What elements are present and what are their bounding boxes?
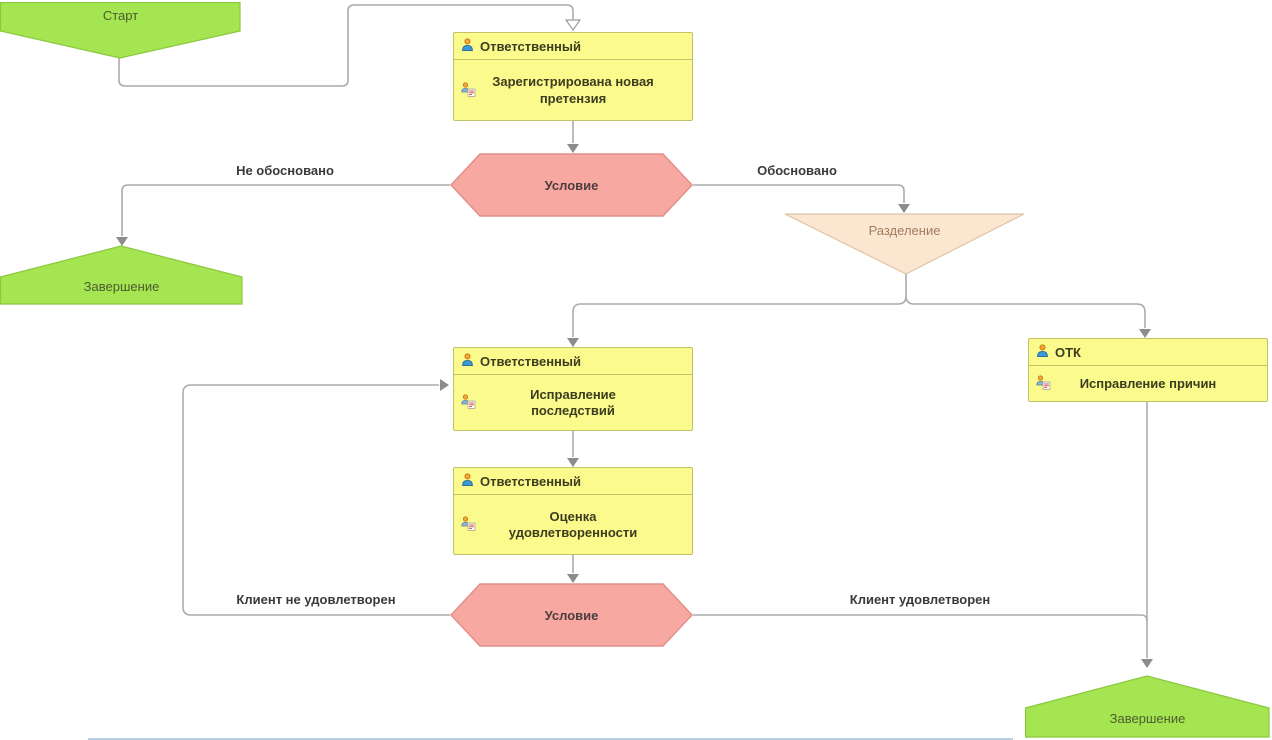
edge-split-to-fix-consequences: [572, 295, 907, 337]
activity-role: Ответственный: [480, 473, 581, 489]
activity-assess-satisfaction[interactable]: Ответственный Оценка удовлетворенности: [453, 467, 693, 555]
split-triangle-shape: [784, 213, 1025, 275]
activity-action: Оценка удовлетворенности: [508, 508, 638, 540]
person-task-icon: [461, 516, 476, 534]
split-node[interactable]: Разделение: [784, 213, 1025, 275]
person-icon: [1036, 344, 1049, 360]
activity-role: Ответственный: [480, 38, 581, 54]
edge-label-justified: Обосновано: [757, 163, 837, 178]
edge-loop-client-not-satisfied: [182, 384, 450, 616]
start-node[interactable]: Старт: [0, 2, 241, 59]
condition-label: Условие: [544, 607, 599, 623]
arrow-down-icon: [567, 338, 579, 347]
condition-justified-node[interactable]: Условие: [450, 153, 693, 217]
start-label: Старт: [102, 8, 139, 23]
activity-action: Зарегистрирована новая претензия: [492, 74, 654, 106]
arrow-down-icon: [898, 204, 910, 213]
finish-left-node[interactable]: Завершение: [0, 245, 243, 305]
person-task-icon: [461, 81, 476, 100]
activity-role: Ответственный: [480, 353, 581, 369]
window-edge-line: [88, 738, 1013, 740]
finish-flag-shape: [0, 245, 243, 305]
arrow-down-icon: [1141, 659, 1153, 668]
edge-start-to-register: [118, 4, 574, 87]
arrow-down-icon: [116, 237, 128, 246]
activity-fix-causes[interactable]: ОТК Исправление причин: [1028, 338, 1268, 402]
edge-condition1-to-finish-left: [121, 184, 450, 236]
condition-hexagon-shape: [450, 153, 693, 217]
person-icon: [461, 473, 474, 489]
activity-action: Исправление последствий: [530, 386, 616, 418]
person-icon: [461, 353, 474, 369]
condition-hexagon-shape: [450, 583, 693, 647]
condition-satisfied-node[interactable]: Условие: [450, 583, 693, 647]
finish-label: Завершение: [1109, 711, 1186, 726]
arrow-down-icon: [567, 458, 579, 467]
arrow-right-icon: [440, 379, 449, 391]
finish-flag-shape: [1025, 675, 1270, 738]
edge-label-client-satisfied: Клиент удовлетворен: [849, 592, 991, 607]
start-flag-shape: [0, 2, 241, 59]
arrow-down-icon: [1139, 329, 1151, 338]
hollow-arrow-icon: [564, 19, 582, 32]
connector-lines: [118, 4, 1148, 658]
edge-split-to-fix-causes: [905, 295, 1146, 328]
condition-label: Условие: [544, 177, 599, 193]
edge-label-client-not-satisfied: Клиент не удовлетворен: [236, 592, 396, 607]
edge-client-satisfied: [693, 614, 1148, 622]
activity-action: Исправление причин: [1079, 375, 1217, 391]
arrow-down-icon: [567, 574, 579, 583]
arrowheads: [116, 19, 1153, 668]
person-task-icon: [461, 394, 476, 412]
finish-right-node[interactable]: Завершение: [1025, 675, 1270, 739]
person-task-icon: [1036, 375, 1051, 393]
activity-role: ОТК: [1055, 344, 1081, 360]
person-icon: [461, 38, 474, 54]
split-label: Разделение: [868, 223, 941, 238]
edge-label-not-justified: Не обосновано: [236, 163, 334, 178]
edge-condition1-to-split: [693, 184, 905, 203]
arrow-down-icon: [567, 144, 579, 153]
activity-fix-consequences[interactable]: Ответственный Исправление последствий: [453, 347, 693, 431]
activity-register-claim[interactable]: Ответственный Зарегистрирована новая пре…: [453, 32, 693, 121]
finish-label: Завершение: [83, 279, 160, 294]
